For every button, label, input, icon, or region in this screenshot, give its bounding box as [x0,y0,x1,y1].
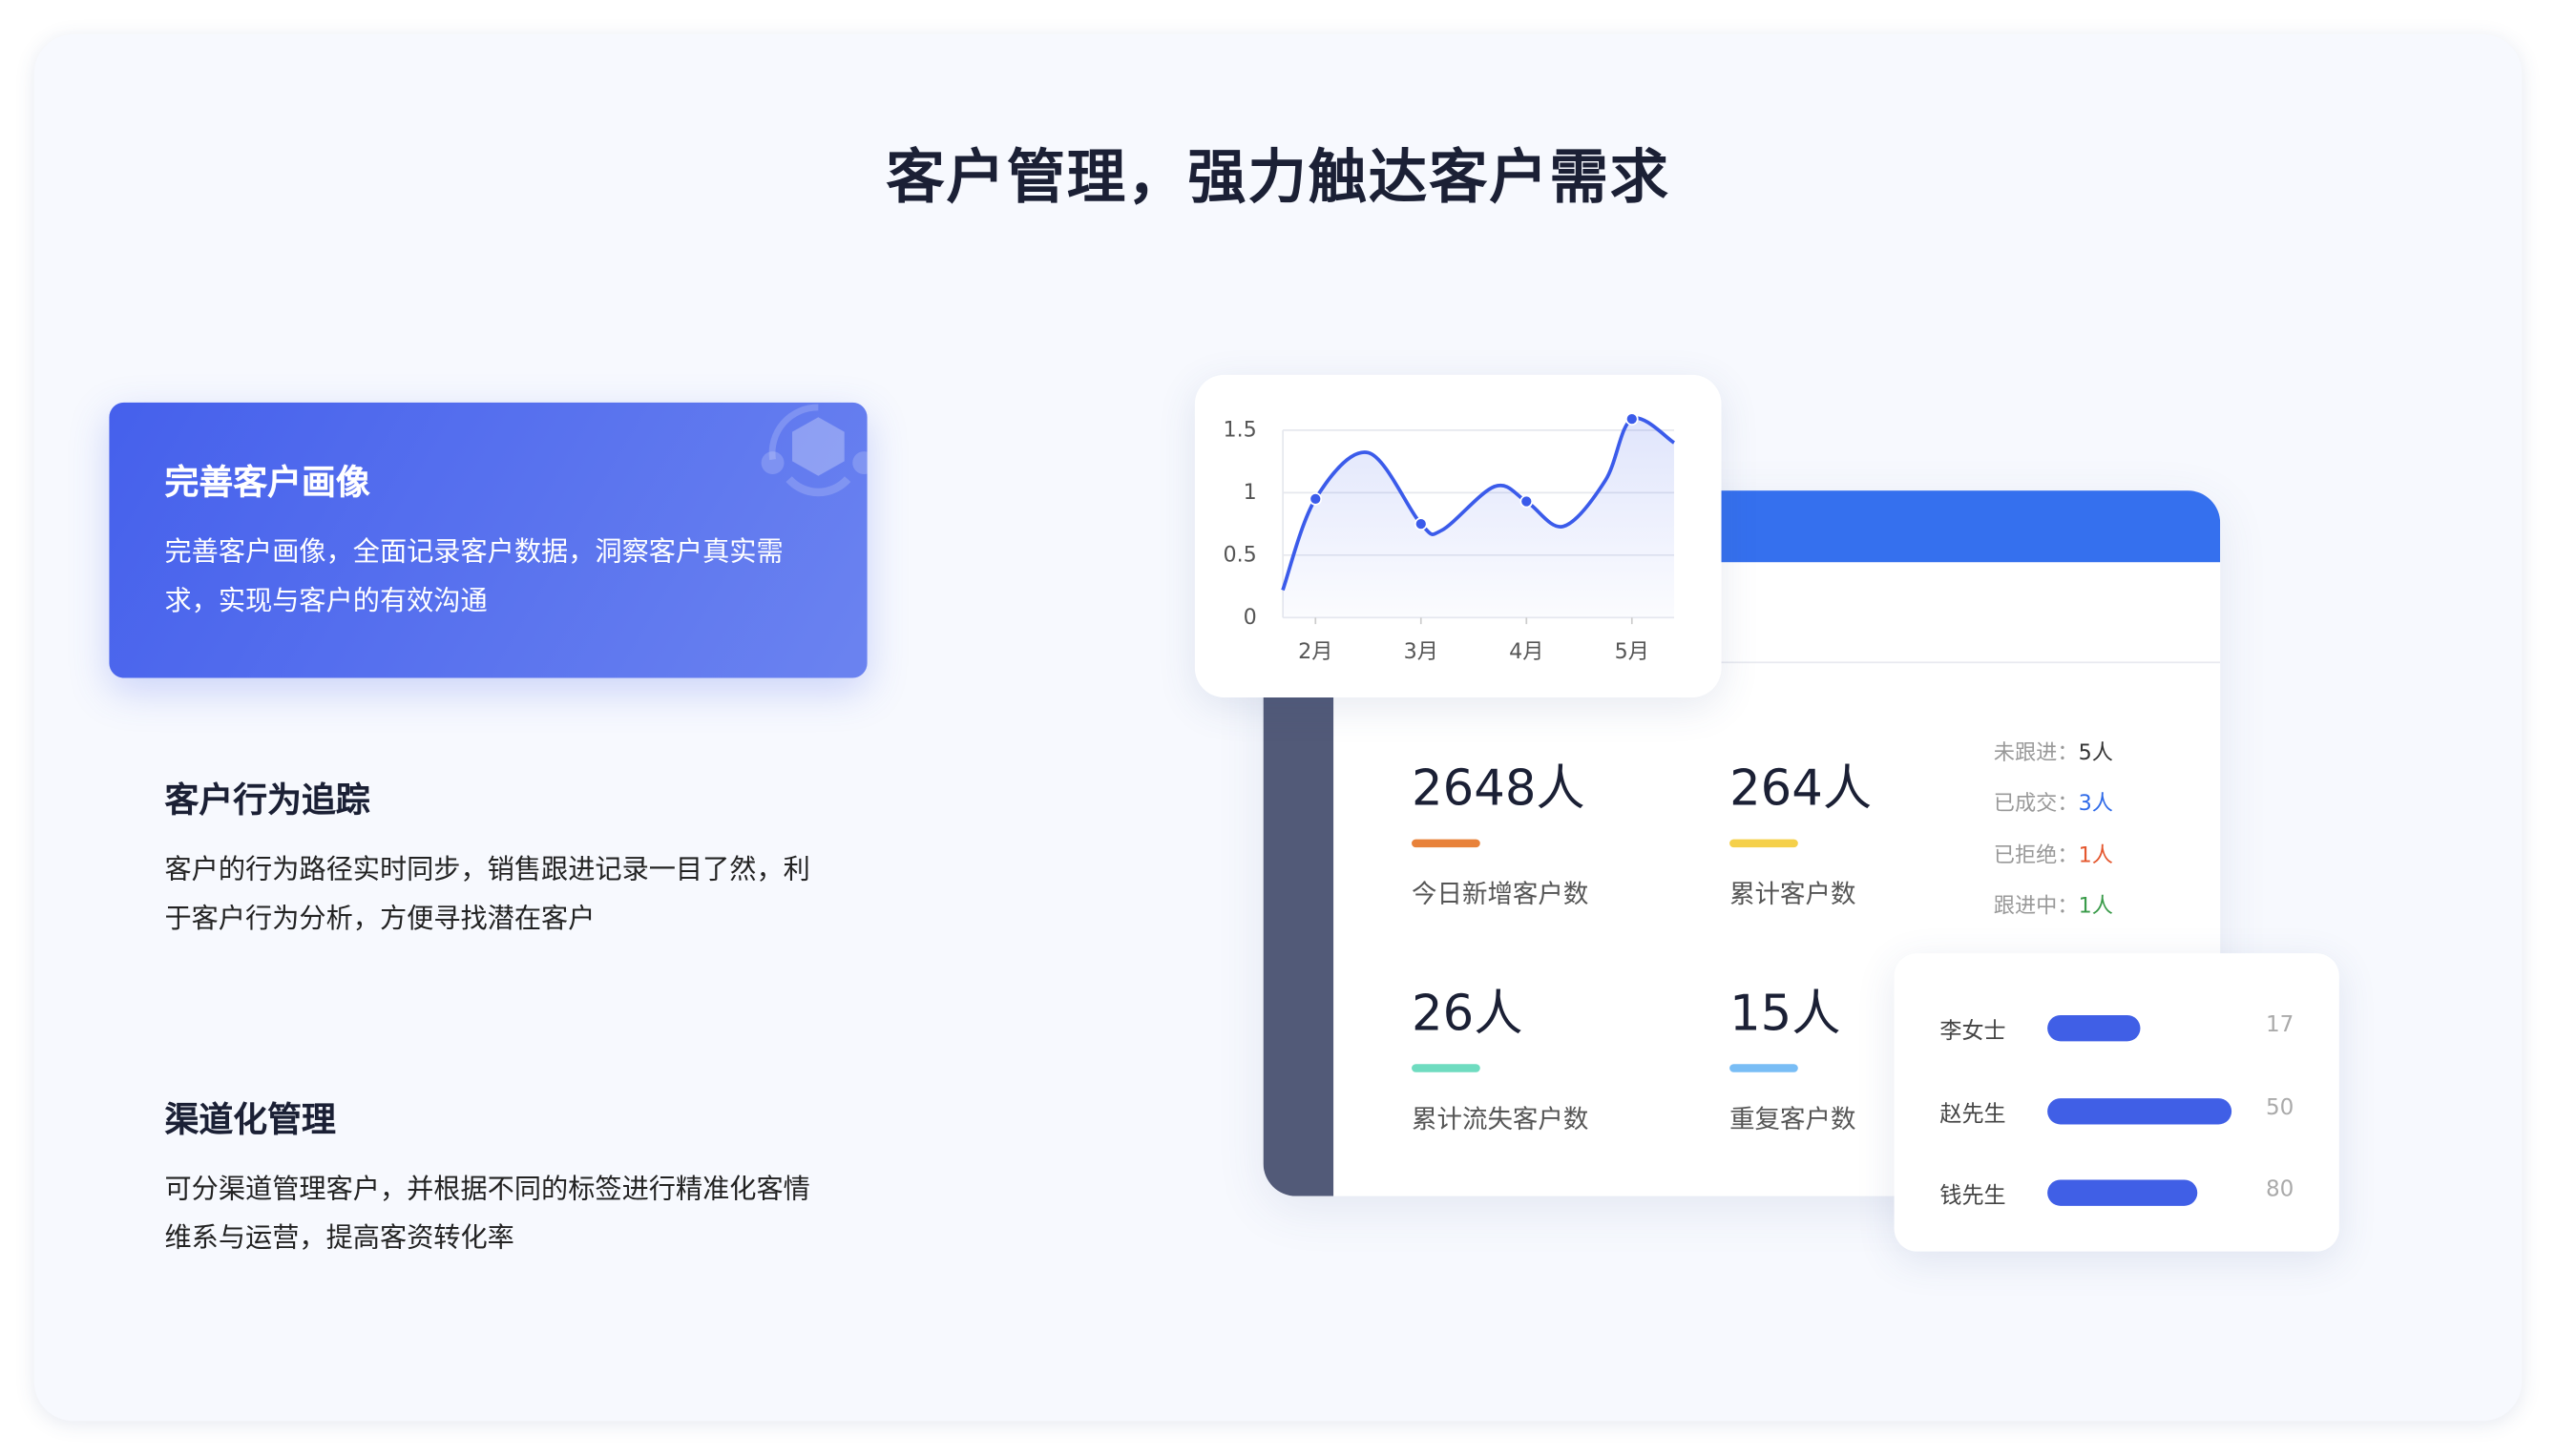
feature-card-customer-profile[interactable]: 完善客户画像 完善客户画像，全面记录客户数据，洞察客户真实需求，实现与客户的有效… [109,402,868,678]
ranking-bar [2047,1179,2197,1206]
feature-desc: 客户的行为路径实时同步，销售跟进记录一目了然，利于客户行为分析，方便寻找潜在客户 [164,853,810,934]
ranking-row: 李女士 17 [1895,1012,2339,1045]
area-fill [1283,418,1674,618]
line-chart-card: 0 0.5 1 1.5 2月 3月 4月 5月 [1194,374,1722,697]
hexagon-icon [761,404,868,497]
status-value: 1人 [2078,843,2113,869]
ranking-row: 赵先生 50 [1895,1095,2339,1128]
status-following: 跟进中：1人 [1993,888,2113,920]
status-closed: 已成交：3人 [1993,785,2113,817]
ranking-name: 钱先生 [1939,1182,2006,1210]
data-point [1309,492,1323,506]
ranking-name: 李女士 [1939,1018,2006,1045]
feature-card-channel-management[interactable]: 渠道化管理 可分渠道管理客户，并根据不同的标签进行精准化客情维系与运营，提高客资… [109,1040,867,1268]
status-label: 跟进中： [1993,894,2079,920]
stat-value: 26人 [1412,986,1523,1044]
feature-title: 完善客户画像 [164,463,370,503]
x-tick-label: 3月 [1404,639,1438,664]
customer-ranking-card: 李女士 17 赵先生 50 钱先生 80 [1894,953,2339,1252]
feature-card-behavior-tracking[interactable]: 客户行为追踪 客户的行为路径实时同步，销售跟进记录一目了然，利于客户行为分析，方… [109,720,867,948]
stat-label: 今日新增客户数 [1412,880,1589,910]
ranking-name: 赵先生 [1939,1101,2006,1128]
status-label: 已成交： [1993,792,2079,817]
status-value: 1人 [2078,894,2113,920]
stat-bar [1412,839,1480,848]
stat-value: 2648人 [1412,760,1585,819]
stat-label: 累计客户数 [1729,880,1856,910]
y-tick-label: 0 [1244,605,1257,630]
stat-repeat: 15人 重复客户数 [1729,973,1855,1136]
status-label: 未跟进： [1993,741,2079,766]
x-tick-label: 4月 [1509,639,1543,664]
stat-lost: 26人 累计流失客户数 [1412,973,1588,1136]
ranking-value: 50 [2265,1094,2294,1122]
stat-total: 264人 累计客户数 [1729,748,1872,911]
ranking-row: 钱先生 80 [1895,1176,2339,1209]
y-tick-label: 1.5 [1223,418,1256,443]
stat-bar [1729,1064,1798,1072]
feature-title: 客户行为追踪 [164,780,370,821]
status-value: 3人 [2078,792,2113,817]
divider [1333,661,2221,664]
stat-bar [1412,1064,1480,1072]
status-label: 已拒绝： [1993,843,2079,869]
stat-label: 累计流失客户数 [1412,1104,1589,1134]
status-not-followed: 未跟进：5人 [1993,735,2113,766]
x-tick-label: 5月 [1615,639,1649,664]
feature-desc: 完善客户画像，全面记录客户数据，洞察客户真实需求，实现与客户的有效沟通 [164,535,784,616]
data-point [1414,517,1428,530]
y-tick-label: 1 [1244,480,1257,505]
feature-title: 渠道化管理 [164,1099,336,1139]
feature-desc: 可分渠道管理客户，并根据不同的标签进行精准化客情维系与运营，提高客资转化率 [164,1173,810,1254]
status-value: 5人 [2078,741,2113,766]
stat-value: 15人 [1729,986,1841,1044]
data-point [1624,412,1639,426]
dashboard-sidebar [1263,697,1334,1196]
ranking-bar [2047,1098,2232,1125]
stat-new-today: 2648人 今日新增客户数 [1412,748,1588,911]
ranking-bar [2047,1015,2140,1042]
stat-bar [1729,839,1798,848]
line-chart: 0 0.5 1 1.5 2月 3月 4月 5月 [1223,412,1676,664]
data-point [1519,494,1534,509]
ranking-value: 80 [2265,1176,2294,1203]
ranking-value: 17 [2265,1011,2294,1038]
x-tick-label: 2月 [1298,639,1332,664]
stat-value: 264人 [1729,760,1873,819]
series-line [1281,416,1676,592]
page-title: 客户管理，强力触达客户需求 [886,145,1670,213]
status-rejected: 已拒绝：1人 [1993,838,2113,869]
y-tick-label: 0.5 [1223,543,1256,568]
stat-label: 重复客户数 [1729,1104,1856,1134]
